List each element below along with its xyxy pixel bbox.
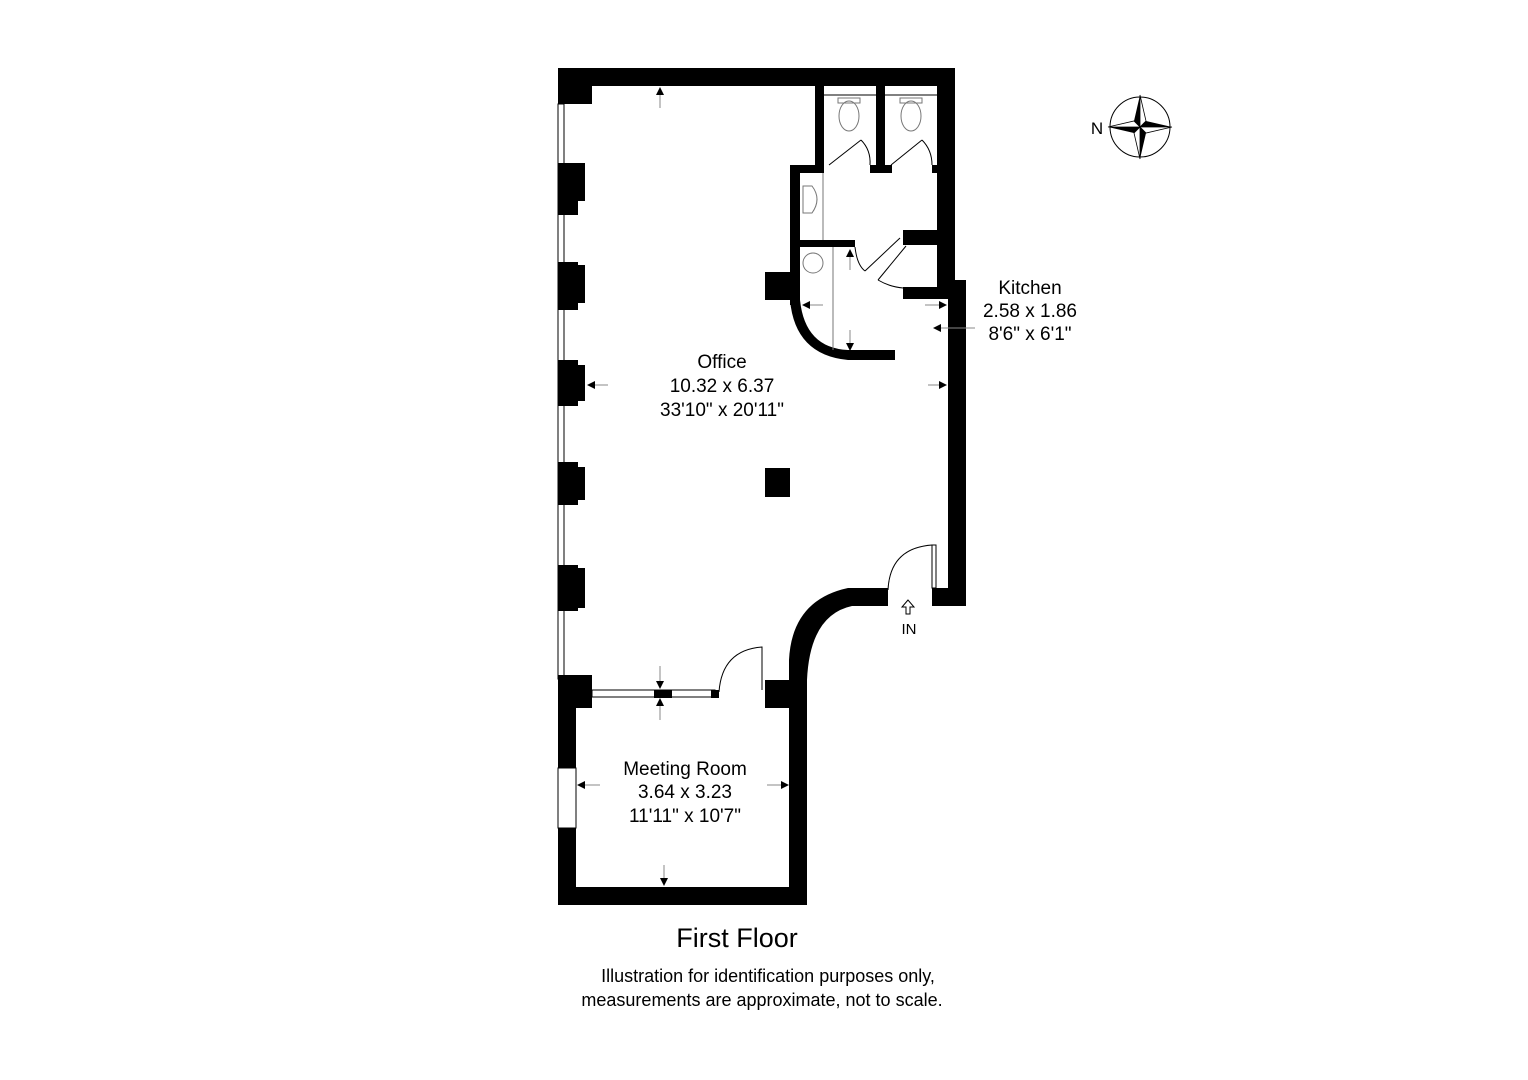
entrance-label: IN [902, 621, 917, 638]
room-name: Kitchen [998, 278, 1061, 299]
room-name: Meeting Room [623, 759, 747, 780]
room-metric: 2.58 x 1.86 [983, 301, 1077, 322]
room-imperial: 11'11" x 10'7" [629, 806, 741, 827]
disclaimer-line-2: measurements are approximate, not to sca… [581, 990, 942, 1010]
compass-north-label: N [1091, 119, 1103, 138]
room-label-office: Office 10.32 x 6.37 33'10" x 20'11" [660, 352, 784, 421]
room-imperial: 8'6" x 6'1" [988, 324, 1071, 345]
sink-icon [802, 185, 818, 214]
room-metric: 3.64 x 3.23 [638, 782, 732, 803]
entrance-arrow-icon [900, 599, 916, 615]
room-metric: 10.32 x 6.37 [670, 376, 775, 397]
walls [557, 68, 966, 905]
room-label-meeting-room: Meeting Room 3.64 x 3.23 11'11" x 10'7" [623, 759, 747, 827]
compass-icon [1107, 94, 1173, 160]
entrance-door [887, 544, 933, 591]
disclaimer-line-1: Illustration for identification purposes… [601, 966, 935, 986]
sink-icon [802, 252, 824, 274]
floor-title: First Floor [676, 923, 798, 953]
toilet-icon [900, 100, 922, 132]
room-imperial: 33'10" x 20'11" [660, 400, 784, 421]
room-label-kitchen: Kitchen 2.58 x 1.86 8'6" x 6'1" [983, 278, 1077, 345]
fixtures [718, 94, 937, 693]
room-name: Office [697, 352, 746, 373]
toilet-icon [838, 100, 860, 132]
dimension-arrows [577, 87, 975, 886]
meeting-room-door [718, 646, 763, 693]
